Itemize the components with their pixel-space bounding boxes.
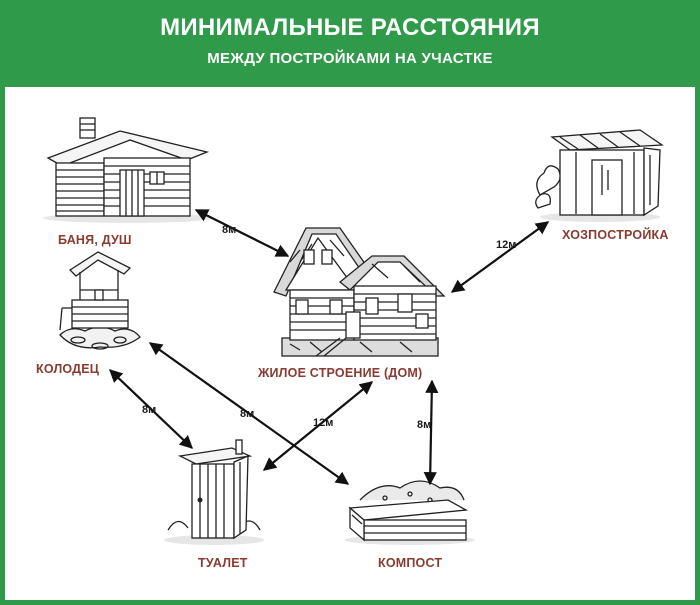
arrow-khoz-dom — [450, 221, 550, 293]
label-kolodets: КОЛОДЕЦ — [36, 362, 100, 376]
distance-tualet-dom: 12м — [313, 417, 334, 429]
distance-banya-dom: 8м — [222, 224, 237, 236]
banya-illustration — [43, 117, 213, 223]
kompost-illustration — [345, 480, 475, 545]
header-banner: МИНИМАЛЬНЫЕ РАССТОЯНИЯ МЕЖДУ ПОСТРОЙКАМИ… — [0, 0, 700, 87]
dom-illustration — [273, 227, 446, 357]
distance-khoz-dom: 12м — [496, 239, 517, 251]
arrow-banya-dom — [194, 209, 290, 257]
tualet-illustration — [164, 439, 264, 545]
label-kompost: КОМПОСТ — [378, 556, 443, 570]
khozpostroyka-illustration — [535, 129, 664, 222]
label-dom: ЖИЛОЕ СТРОЕНИЕ (ДОМ) — [258, 366, 423, 380]
kolodets-illustration — [59, 251, 141, 350]
distance-dom-kompost: 8м — [417, 419, 432, 431]
label-khozpostroyka: ХОЗПОСТРОЙКА — [562, 228, 669, 242]
arrow-tualet-dom — [262, 381, 374, 471]
page-subtitle: МЕЖДУ ПОСТРОЙКАМИ НА УЧАСТКЕ — [207, 50, 493, 67]
label-tualet: ТУАЛЕТ — [198, 556, 248, 570]
label-banya: БАНЯ, ДУШ — [58, 233, 132, 247]
distance-kolodets-tualet: 8м — [142, 404, 157, 416]
page-title: МИНИМАЛЬНЫЕ РАССТОЯНИЯ — [160, 14, 540, 41]
arrow-dom-kompost — [423, 379, 439, 486]
distance-kolodets-kompost: 8м — [240, 408, 255, 420]
